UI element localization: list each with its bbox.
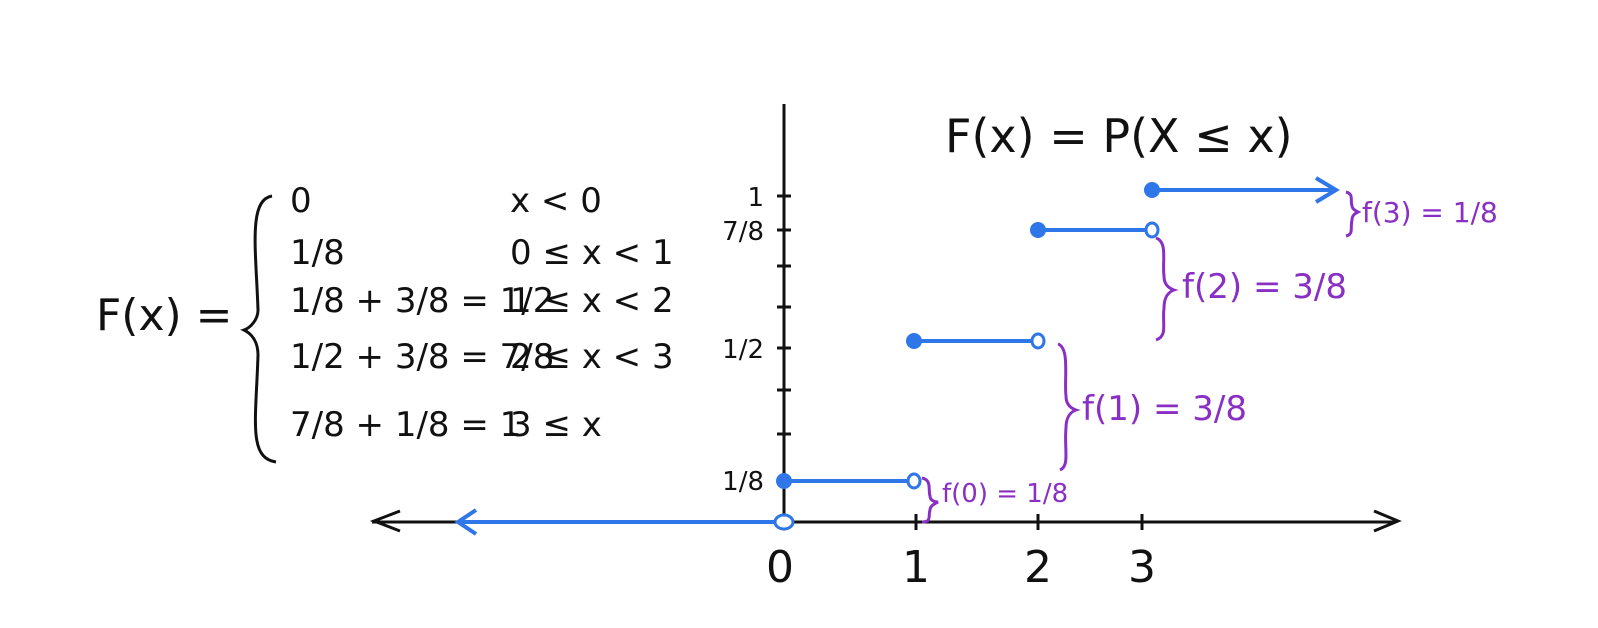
case-condition: 3 ≤ x <box>510 405 602 445</box>
y-tick-label: 1/2 <box>722 335 764 365</box>
case-condition: 2 ≤ x < 3 <box>510 337 674 377</box>
open-endpoint <box>1030 332 1046 350</box>
y-tick-label: 1/8 <box>722 467 764 497</box>
case-condition: x < 0 <box>510 181 602 221</box>
case-value: 1/8 <box>290 233 345 273</box>
case-value: 0 <box>290 181 312 221</box>
piecewise-brace <box>240 194 277 464</box>
case-value: 1/8 + 3/8 = 1/2 <box>290 281 554 321</box>
piecewise-definition: F(x) = 0 x < 0 1/8 0 ≤ x < 1 1/8 + 3/8 = 1/2… <box>96 181 674 464</box>
title: F(x) = P(X ≤ x) <box>945 109 1293 163</box>
x-axis-right-arrow <box>1373 509 1402 533</box>
x-axis-left-arrow <box>369 509 401 533</box>
closed-endpoint <box>1144 182 1160 198</box>
open-endpoint <box>773 513 795 531</box>
annotation-f0: f(0) = 1/8 <box>942 479 1068 509</box>
case-value: 7/8 + 1/8 = 1 <box>290 405 521 445</box>
x-tick-label: 1 <box>902 542 930 593</box>
x-tick-label: 0 <box>766 542 794 593</box>
brace-f2 <box>1155 236 1179 342</box>
case-condition: 1 ≤ x < 2 <box>510 281 674 321</box>
closed-endpoint <box>1030 222 1046 238</box>
open-endpoint <box>1144 221 1160 239</box>
open-endpoint <box>906 472 922 490</box>
case-condition: 0 ≤ x < 1 <box>510 233 674 273</box>
annotation-f1: f(1) = 3/8 <box>1082 389 1247 429</box>
piecewise-lhs: F(x) = <box>96 290 233 341</box>
y-tick-label: 1 <box>747 183 764 213</box>
case-value: 1/2 + 3/8 = 7/8 <box>290 337 554 377</box>
brace-f3 <box>1345 190 1362 238</box>
step-arrow-right <box>1314 176 1340 204</box>
annotation-f2: f(2) = 3/8 <box>1182 267 1347 307</box>
closed-endpoint <box>906 333 922 349</box>
brace-f0 <box>921 476 939 524</box>
y-tick-label: 7/8 <box>722 217 764 247</box>
annotations: f(0) = 1/8 f(1) = 3/8 f(2) = 3/8 f(3) = … <box>921 190 1498 524</box>
closed-endpoint <box>776 473 792 489</box>
x-tick-label: 2 <box>1024 542 1052 593</box>
step-arrow-left <box>454 508 478 536</box>
brace-f1 <box>1057 342 1081 472</box>
annotation-f3: f(3) = 1/8 <box>1362 196 1498 229</box>
step-function <box>454 176 1340 536</box>
x-tick-label: 3 <box>1128 542 1156 593</box>
